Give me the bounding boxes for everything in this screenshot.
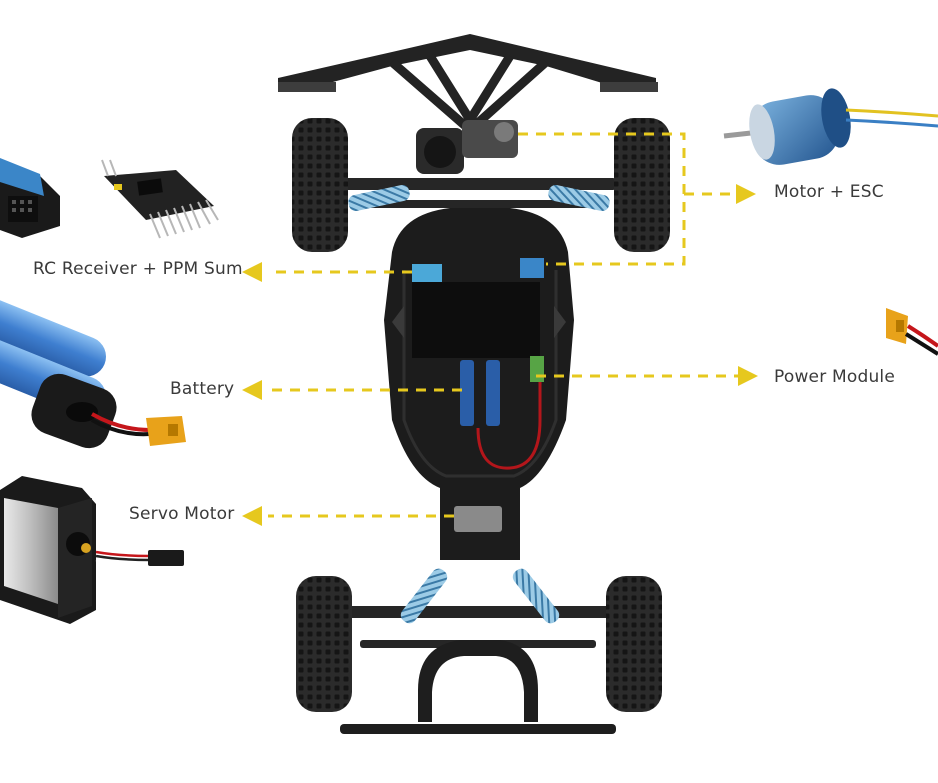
car-battery-cell-1 xyxy=(460,360,474,426)
car-power-module xyxy=(530,356,544,382)
car-esc xyxy=(520,258,544,278)
battery-tray xyxy=(412,282,540,358)
motor-icon xyxy=(723,88,938,165)
front-bumper xyxy=(278,34,656,88)
front-right-spring xyxy=(548,185,610,211)
front-arm xyxy=(340,178,616,190)
wheel-front-right xyxy=(614,118,670,252)
callout-lines xyxy=(268,132,738,518)
ppm-module-icon xyxy=(101,159,219,239)
power-module-icon xyxy=(886,308,938,356)
battery-label: Battery xyxy=(170,379,235,399)
rc-receiver-icon xyxy=(0,158,60,238)
servo-icon xyxy=(0,476,184,624)
callout-motor-line xyxy=(518,132,686,266)
wheel-rear-left xyxy=(296,576,352,712)
rear-left-spring xyxy=(400,568,448,624)
rc-receiver-label: RC Receiver + PPM Sum xyxy=(33,259,243,279)
arrow-icon xyxy=(242,380,262,400)
callout-arrows xyxy=(242,184,758,526)
car-battery-cell-2 xyxy=(486,360,500,426)
arrow-icon xyxy=(738,366,758,386)
car-receiver xyxy=(412,264,442,282)
car-servo xyxy=(454,506,502,532)
arrow-icon xyxy=(736,184,756,204)
rear-bumper xyxy=(418,640,538,722)
front-left-spring xyxy=(348,185,410,211)
power-wire xyxy=(476,380,542,470)
chassis-diagram xyxy=(278,34,670,734)
wheel-front-left xyxy=(292,118,348,252)
arrow-icon xyxy=(242,262,262,282)
battery-icon xyxy=(0,295,186,449)
motor-esc-label: Motor + ESC xyxy=(774,182,884,202)
wheel-rear-right xyxy=(606,576,662,712)
rear-right-spring xyxy=(512,568,560,624)
arrow-icon xyxy=(242,506,262,526)
front-bumper-strut xyxy=(389,53,550,137)
servo-motor-label: Servo Motor xyxy=(129,504,235,524)
power-module-label: Power Module xyxy=(774,367,896,387)
